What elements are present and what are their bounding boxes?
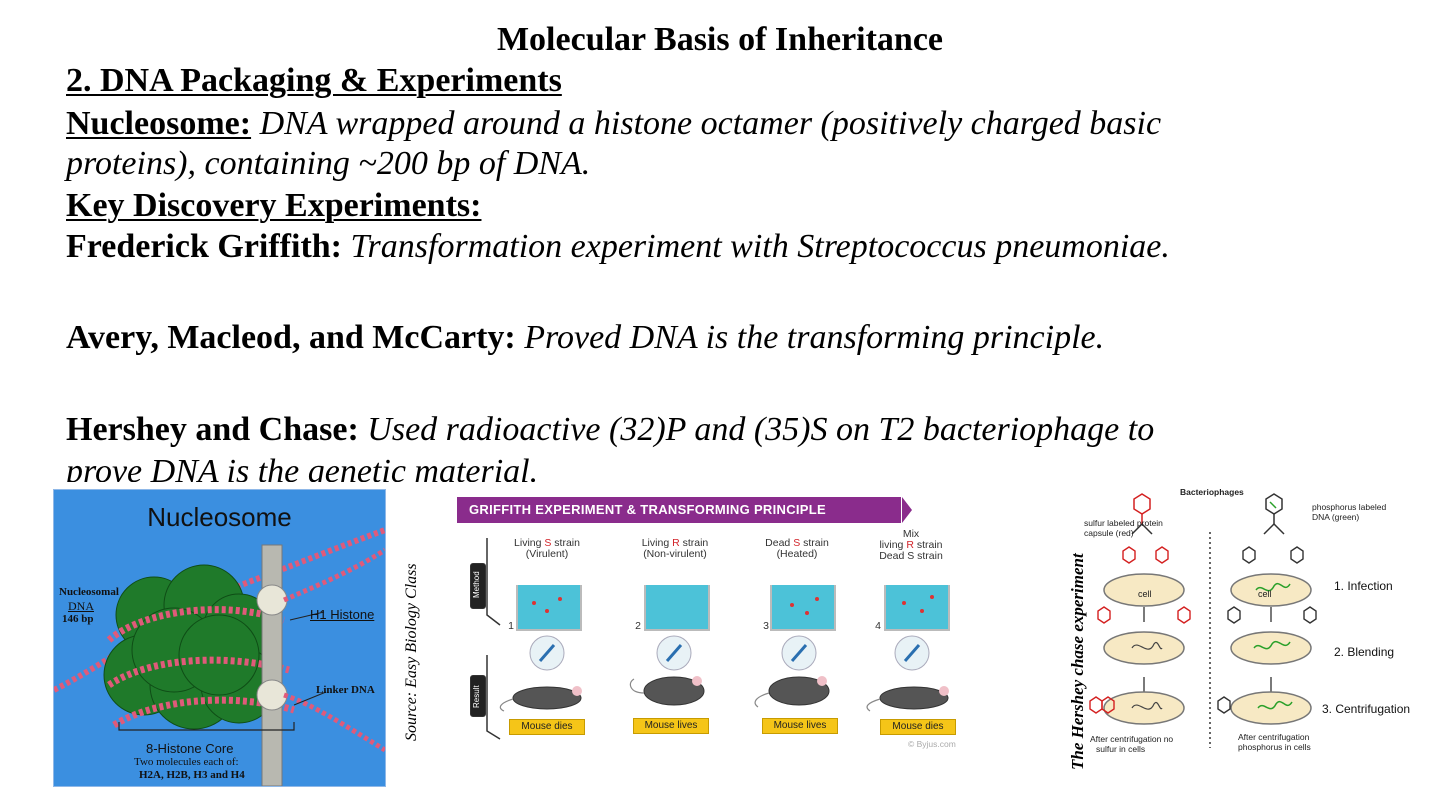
sulfur-label-1: sulfur labeled protein	[1084, 518, 1163, 528]
key-experiments-heading: Key Discovery Experiments:	[66, 187, 482, 224]
step-centrifugation: 3. Centrifugation	[1322, 702, 1411, 716]
linker-dna-label: Linker DNA	[316, 684, 375, 696]
source-label: Source: Easy Biology Class	[403, 563, 420, 741]
bacteriophages-label: Bacteriophages	[1180, 487, 1244, 497]
left-result-1: After centrifugation no	[1090, 734, 1174, 744]
nucleosome-definition-line2: proteins), containing ~200 bp of DNA.	[66, 145, 591, 182]
nucleosomal-dna-label-2: DNA	[68, 599, 94, 613]
nucleosome-source: Source: Easy Biology Class	[383, 533, 420, 743]
result-tab: Result	[470, 675, 486, 717]
nucleosome-label: Nucleosome:	[66, 105, 252, 142]
hershey-entry-line2: prove DNA is the genetic material.	[66, 452, 538, 482]
griffith-mice-illustration	[499, 595, 949, 712]
griffith-entry: Frederick Griffith: Transformation exper…	[66, 227, 1170, 267]
h1-histone-label: H1 Histone	[310, 607, 375, 622]
griffith-beaker-1	[516, 585, 582, 631]
griffith-col-4-num: 4	[875, 620, 881, 632]
left-result-2: sulfur in cells	[1096, 744, 1146, 754]
avery-entry: Avery, Macleod, and McCarty: Proved DNA …	[66, 318, 1104, 358]
phosphorus-label-1: phosphorus labeled	[1312, 502, 1387, 512]
phosphorus-label-2: DNA (green)	[1312, 512, 1360, 522]
griffith-col-2-num: 2	[635, 620, 641, 632]
griffith-figure: GRIFFITH EXPERIMENT & TRANSFORMING PRINC…	[452, 493, 958, 755]
avery-label: Avery, Macleod, and McCarty:	[66, 319, 516, 356]
right-result-2: phosphorus in cells	[1238, 742, 1311, 752]
hershey-text-1: Used radioactive (32)P and (35)S on T2 b…	[367, 411, 1155, 448]
histone-core-label: 8-Histone Core	[146, 741, 234, 756]
griffith-verdict-3: Mouse lives	[762, 718, 838, 734]
page-title: Molecular Basis of Inheritance	[496, 21, 944, 58]
griffith-label: Frederick Griffith:	[66, 228, 343, 265]
hershey-figure: Bacteriophages sulfur labeled protein ca…	[1044, 472, 1422, 768]
griffith-col-3-head: Dead S strain (Heated)	[765, 537, 829, 560]
nucleosome-figure: Nucleosome Nucleosomal DNA 146 bp H1 His…	[53, 489, 386, 787]
griffith-banner: GRIFFITH EXPERIMENT & TRANSFORMING PRINC…	[457, 497, 901, 523]
step-infection: 1. Infection	[1334, 579, 1393, 593]
histone-core-sub-2: H2A, H2B, H3 and H4	[139, 769, 245, 781]
sulfur-label-2: capsule (red)	[1084, 528, 1134, 538]
griffith-verdict-1: Mouse dies	[509, 719, 585, 735]
nucleosomal-dna-label-1: Nucleosomal	[59, 586, 119, 598]
nucleosome-illustration	[54, 527, 385, 786]
griffith-col-1-head: Living S strain (Virulent)	[514, 537, 580, 560]
griffith-verdict-4: Mouse dies	[880, 719, 956, 735]
griffith-credit: © Byjus.com	[908, 739, 956, 749]
hershey-entry-line1: Hershey and Chase: Used radioactive (32)…	[66, 410, 1154, 450]
right-result-1: After centrifugation	[1238, 732, 1310, 742]
griffith-beaker-2	[644, 585, 710, 631]
griffith-verdict-2: Mouse lives	[633, 718, 709, 734]
avery-text: Proved DNA is the transforming principle…	[524, 319, 1105, 356]
hershey-title-text: The Hershey chase experiment	[1068, 553, 1087, 770]
cell-label-right: cell	[1258, 589, 1272, 599]
nucleosomal-dna-label-3: 146 bp	[62, 613, 94, 625]
hershey-vertical-title: The Hershey chase experiment	[1046, 500, 1087, 772]
griffith-col-3-num: 3	[763, 620, 769, 632]
griffith-text: Transformation experiment with Streptoco…	[350, 228, 1170, 265]
method-tab: Method	[470, 563, 486, 609]
hershey-illustration	[1089, 493, 1317, 748]
section-heading: 2. DNA Packaging & Experiments	[66, 62, 562, 99]
griffith-col-2-head: Living R strain (Non-virulent)	[641, 537, 709, 560]
histone-core-sub-1: Two molecules each of:	[134, 756, 239, 768]
griffith-col-4-head: Mix living R strain Dead S strain	[879, 528, 943, 562]
nucleosome-text-1: DNA wrapped around a histone octamer (po…	[259, 105, 1162, 142]
griffith-col-1-num: 1	[508, 620, 514, 632]
cell-label-left: cell	[1138, 589, 1152, 599]
griffith-frame	[486, 497, 912, 740]
griffith-beaker-4	[884, 585, 950, 631]
nucleosome-figure-title: Nucleosome	[147, 502, 292, 532]
hershey-label: Hershey and Chase:	[66, 411, 359, 448]
step-blending: 2. Blending	[1334, 645, 1395, 659]
hershey-text-2: prove DNA is the genetic material.	[66, 453, 539, 482]
griffith-beaker-3	[770, 585, 836, 631]
nucleosome-definition-line1: Nucleosome: DNA wrapped around a histone…	[66, 104, 1161, 144]
